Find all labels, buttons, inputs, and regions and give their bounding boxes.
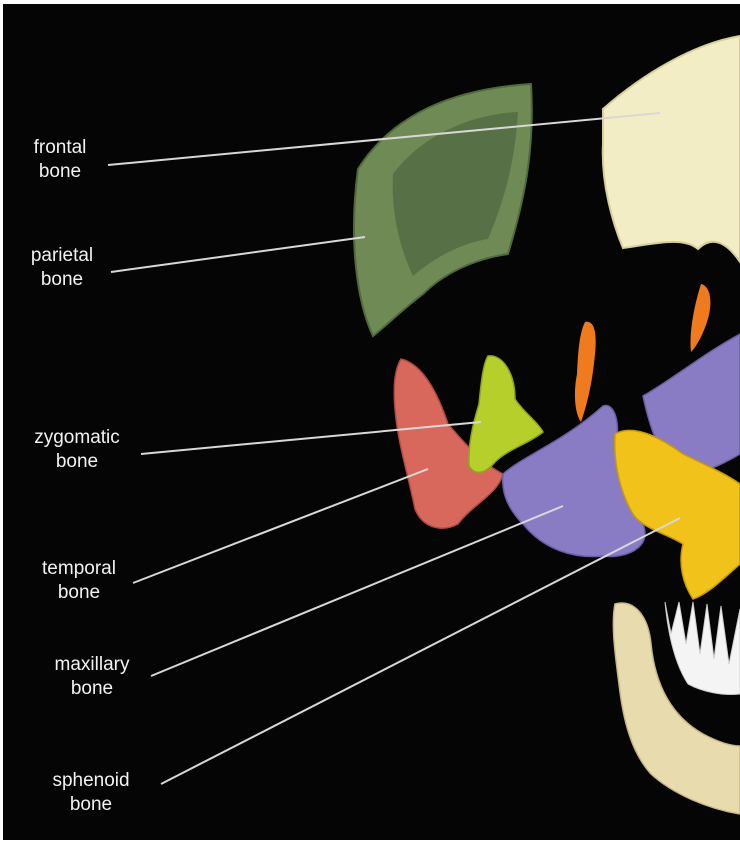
zygomatic-bone-label: zygomatic bone [21,426,133,474]
nasal-bone-left-shape [575,322,596,422]
temporal-bone-label: temporal bone [33,557,125,605]
maxillary-bone-label: maxillary bone [39,653,145,701]
skull-illustration [3,4,740,840]
parietal-bone-label: parietal bone [21,244,103,292]
frontal-label-line2: bone [21,160,99,184]
frontal-bone-label: frontal bone [21,136,99,184]
teeth-shape [665,602,740,695]
zygomatic-label-line2: bone [21,450,133,474]
sphenoid-bone-label: sphenoid bone [39,769,143,817]
temporal-leader-line [133,469,428,583]
parietal-label-line1: parietal [21,244,103,268]
diagram-panel: frontal bone parietal bone zygomatic bon… [3,4,740,840]
frontal-bone-shape [603,36,740,262]
sphenoid-label-line2: bone [39,793,143,817]
nasal-bone-right-shape [690,284,710,352]
sphenoid-label-line1: sphenoid [39,769,143,793]
sphenoid-leader-line [161,518,680,784]
maxillary-label-line1: maxillary [39,653,145,677]
parietal-label-line2: bone [21,268,103,292]
frontal-label-line1: frontal [21,136,99,160]
parietal-leader-line [111,237,365,272]
temporal-label-line1: temporal [33,557,125,581]
zygomatic-label-line1: zygomatic [21,426,133,450]
maxillary-leader-line [151,506,563,676]
maxillary-label-line2: bone [39,677,145,701]
temporal-label-line2: bone [33,581,125,605]
